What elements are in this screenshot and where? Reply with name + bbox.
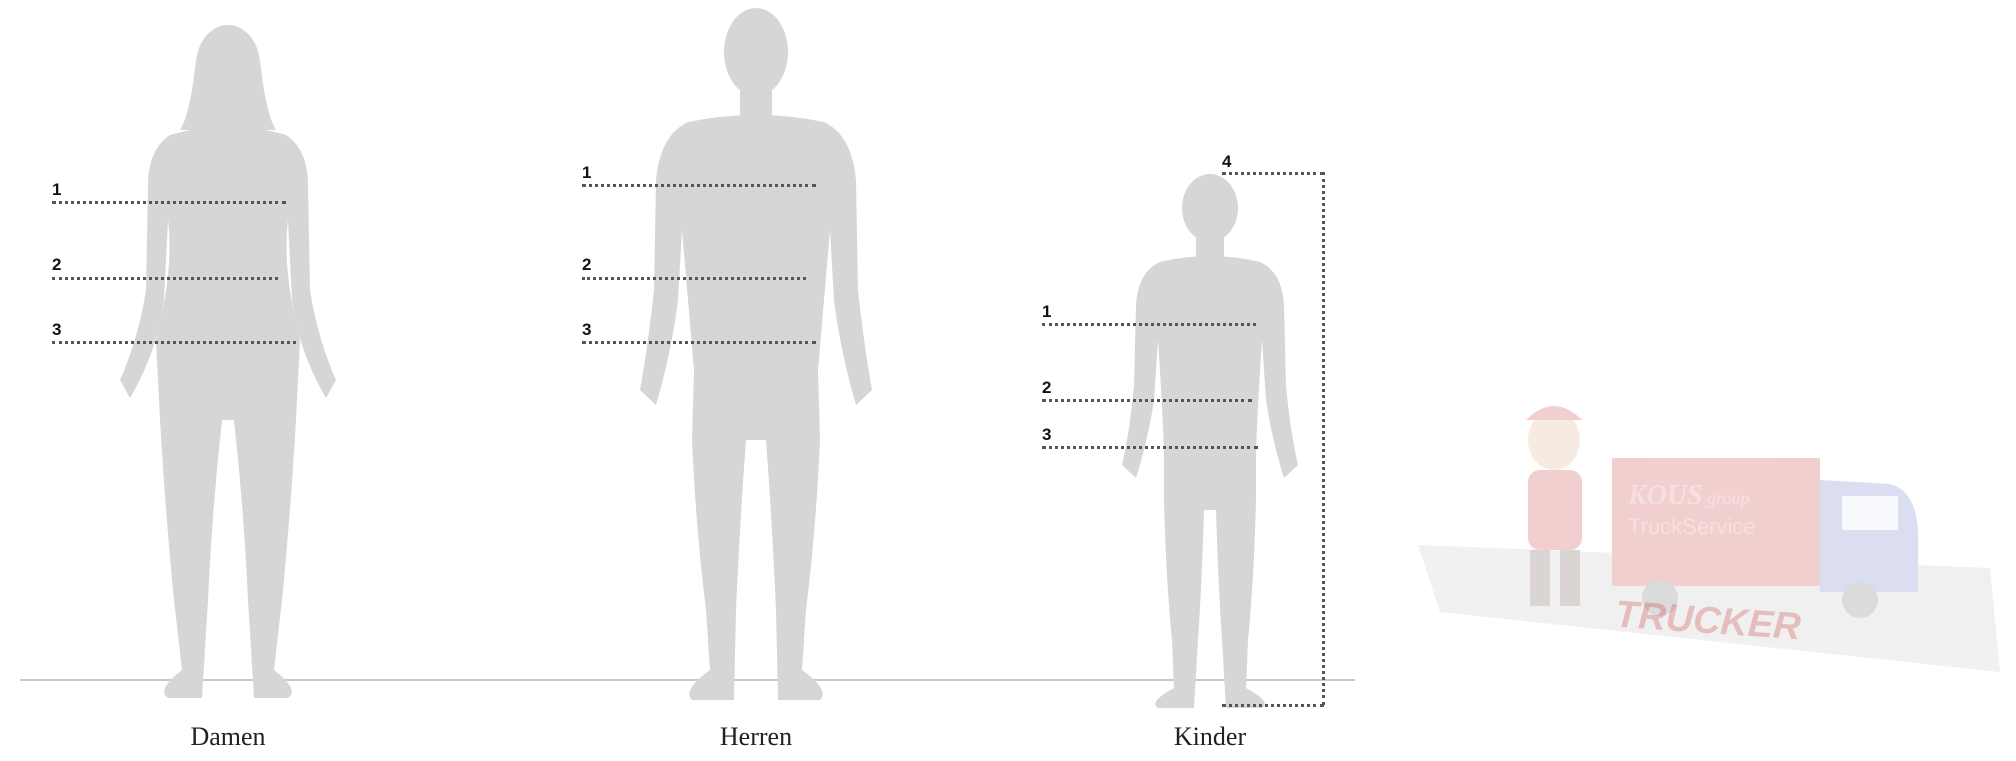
marker-number: 2 — [52, 255, 61, 275]
marker-number: 2 — [582, 255, 591, 275]
caption-damen: Damen — [190, 722, 265, 752]
measurement-line — [582, 184, 816, 187]
caption-kinder: Kinder — [1174, 722, 1246, 752]
measurement-line — [1042, 399, 1252, 402]
watermark-text: KOUS group TruckService — [1628, 480, 1756, 540]
watermark-brand: KOUS — [1628, 480, 1703, 511]
measurement-line — [582, 277, 806, 280]
damen-silhouette — [120, 25, 336, 698]
marker-number: 2 — [1042, 378, 1051, 398]
marker-number: 3 — [1042, 425, 1051, 445]
watermark-brand-suffix: group — [1707, 488, 1749, 508]
marker-number: 3 — [582, 320, 591, 340]
kinder-silhouette — [1122, 174, 1298, 708]
marker-number: 1 — [1042, 302, 1051, 322]
height-line-bottom — [1222, 704, 1324, 707]
measurement-line — [1042, 323, 1256, 326]
herren-silhouette — [640, 8, 872, 700]
marker-number: 4 — [1222, 152, 1231, 172]
marker-number: 3 — [52, 320, 61, 340]
height-line-vertical — [1322, 172, 1325, 705]
watermark-service: TruckService — [1628, 514, 1756, 540]
marker-number: 1 — [52, 180, 61, 200]
measurement-line — [582, 341, 816, 344]
height-line-top — [1222, 172, 1324, 175]
measurement-line — [52, 201, 286, 204]
measurement-line — [1042, 446, 1258, 449]
measurement-line — [52, 341, 296, 344]
caption-herren: Herren — [720, 722, 792, 752]
measurement-line — [52, 277, 278, 280]
marker-number: 1 — [582, 163, 591, 183]
